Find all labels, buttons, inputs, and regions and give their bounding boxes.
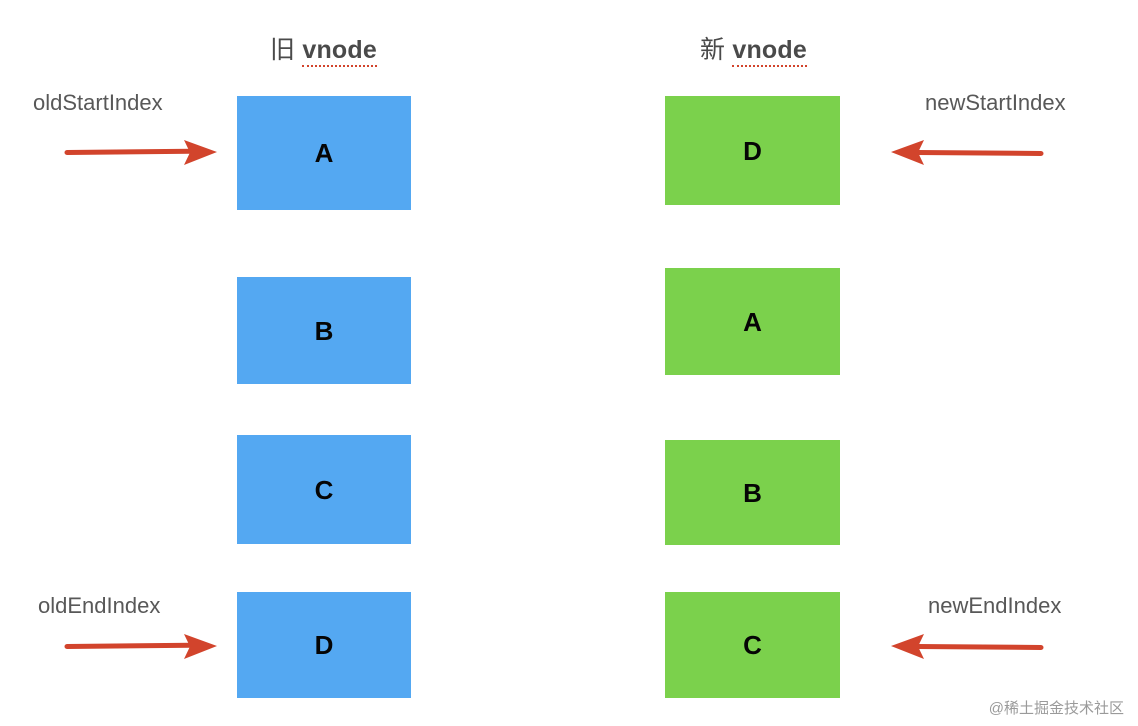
column-title-new-cn: 新 — [700, 36, 726, 64]
new-node-letter: D — [743, 135, 762, 166]
column-title-new-en: vnode — [732, 36, 807, 67]
old-end-index-label: oldEndIndex — [38, 593, 161, 618]
old-node-letter: D — [314, 630, 334, 660]
new-start-arrow-left-icon — [884, 137, 1046, 167]
column-title-new-vnode: 新 vnode — [700, 30, 807, 67]
new-node-box[interactable]: A — [665, 268, 840, 375]
old-start-index-label: oldStartIndex — [33, 90, 163, 115]
new-end-arrow-left-icon — [884, 631, 1046, 661]
new-end-index-label: newEndIndex — [928, 593, 1062, 618]
column-title-old-vnode: 旧 vnode — [270, 30, 377, 67]
new-start-index-label: newStartIndex — [925, 90, 1066, 115]
new-node-letter: C — [743, 630, 762, 660]
old-node-box[interactable]: B — [237, 277, 411, 384]
old-node-letter: C — [314, 474, 334, 505]
old-end-arrow-right-icon — [62, 631, 224, 661]
old-node-box[interactable]: C — [237, 435, 411, 544]
old-node-box[interactable]: D — [237, 592, 411, 698]
watermark: @稀土掘金技术社区 — [988, 700, 1124, 717]
new-node-letter: B — [743, 477, 762, 508]
column-title-old-en: vnode — [302, 36, 377, 67]
new-node-box[interactable]: D — [665, 96, 840, 205]
old-node-box[interactable]: A — [237, 96, 411, 210]
old-node-letter: A — [314, 138, 334, 168]
column-title-old-cn: 旧 — [270, 36, 296, 64]
new-node-letter: A — [743, 306, 762, 337]
new-node-box[interactable]: C — [665, 592, 840, 698]
old-node-letter: B — [314, 315, 334, 346]
old-start-arrow-right-icon — [62, 137, 224, 167]
new-node-box[interactable]: B — [665, 440, 840, 545]
